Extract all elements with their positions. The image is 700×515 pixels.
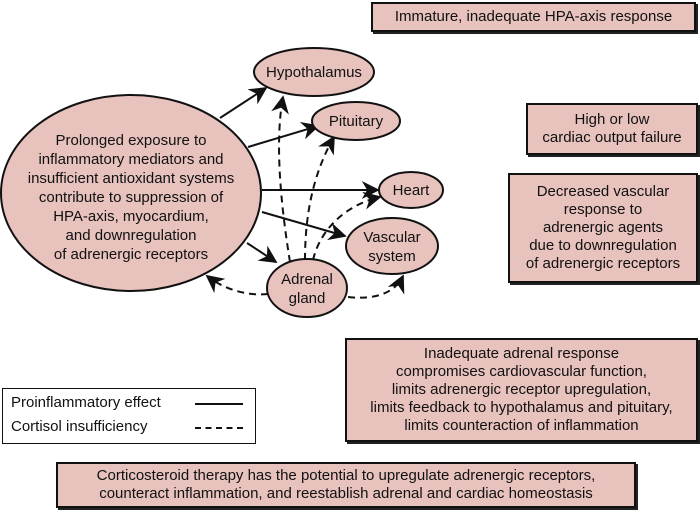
node-heart: Heart xyxy=(378,171,444,209)
edges-dashed xyxy=(205,95,405,299)
box-vascular-response-line: due to downregulation xyxy=(529,237,677,254)
box-adrenal-response-line: limits counteraction of inflammation xyxy=(404,417,639,434)
legend-item-proinflammatory: Proinflammatory effect xyxy=(11,394,161,411)
box-adrenal-response-line: limits feedback to hypothalamus and pitu… xyxy=(370,399,673,416)
legend-label: Proinflammatory effect xyxy=(11,394,161,411)
edge-main-to-hypothalamus xyxy=(219,87,268,119)
node-main: Prolonged exposure to inflammatory media… xyxy=(0,94,262,292)
legend-solid-line-icon xyxy=(195,403,243,405)
node-vascular-label: Vascular xyxy=(363,229,420,246)
node-adrenal-label: Adrenal xyxy=(281,271,333,288)
edge-adrenal-to-hypothalamus xyxy=(271,95,291,263)
box-corticosteroid-therapy: Corticosteroid therapy has the potential… xyxy=(56,462,636,508)
node-main-line: HPA-axis, myocardium, xyxy=(53,208,209,225)
node-main-line: inflammatory mediators and xyxy=(38,151,223,168)
node-main-line: Prolonged exposure to xyxy=(56,132,207,149)
node-hypothalamus-label: Hypothalamus xyxy=(266,64,362,81)
node-adrenal: Adrenal gland xyxy=(266,258,348,318)
box-adrenal-response-line: Inadequate adrenal response xyxy=(423,345,620,362)
node-vascular: Vascular system xyxy=(345,217,439,275)
box-vascular-response-line: response to xyxy=(563,201,643,218)
legend-label: Cortisol insufficiency xyxy=(11,418,148,435)
edge-main-to-pituitary xyxy=(247,122,320,148)
node-main-line: contribute to suppression of xyxy=(39,189,224,206)
box-corticosteroid-therapy-line: counteract inflammation, and reestablish… xyxy=(99,485,593,502)
node-hypothalamus: Hypothalamus xyxy=(253,47,375,97)
node-adrenal-label: gland xyxy=(289,290,326,307)
box-cardiac-output-line: cardiac output failure xyxy=(542,129,682,146)
box-hpa-response-line: Immature, inadequate HPA-axis response xyxy=(394,8,673,25)
box-adrenal-response: Inadequate adrenal response compromises … xyxy=(345,338,698,442)
node-pituitary: Pituitary xyxy=(311,101,401,141)
box-vascular-response-line: adrenergic agents xyxy=(542,219,664,236)
edge-adrenal-to-pituitary xyxy=(304,135,335,261)
node-main-line: of adrenergic receptors xyxy=(54,246,208,263)
box-adrenal-response-line: compromises cardiovascular function, xyxy=(396,363,647,380)
edge-adrenal-to-main xyxy=(205,274,269,296)
edge-main-to-vascular xyxy=(261,211,347,241)
box-cardiac-output: High or low cardiac output failure xyxy=(526,103,698,155)
edge-main-to-adrenal xyxy=(246,242,278,263)
node-pituitary-label: Pituitary xyxy=(329,113,384,130)
edge-adrenal-to-vascular xyxy=(347,274,405,299)
node-heart-label: Heart xyxy=(393,182,431,199)
box-hpa-response: Immature, inadequate HPA-axis response xyxy=(371,2,696,32)
box-cardiac-output-line: High or low xyxy=(574,111,650,128)
box-vascular-response-line: Decreased vascular xyxy=(536,183,670,200)
legend-dashed-line-icon xyxy=(195,427,243,429)
node-main-line: and downregulation xyxy=(66,227,197,244)
legend-item-cortisol: Cortisol insufficiency xyxy=(11,418,147,435)
legend: Proinflammatory effect Cortisol insuffic… xyxy=(2,388,256,444)
box-adrenal-response-line: limits adrenergic receptor upregulation, xyxy=(391,381,652,398)
box-corticosteroid-therapy-line: Corticosteroid therapy has the potential… xyxy=(96,467,596,484)
node-vascular-label: system xyxy=(368,248,416,265)
edge-adrenal-to-heart xyxy=(312,191,382,261)
box-vascular-response-line: of adrenergic receptors xyxy=(525,255,681,272)
node-main-line: insufficient antioxidant systems xyxy=(28,170,235,187)
box-vascular-response: Decreased vascular response to adrenergi… xyxy=(508,173,698,283)
